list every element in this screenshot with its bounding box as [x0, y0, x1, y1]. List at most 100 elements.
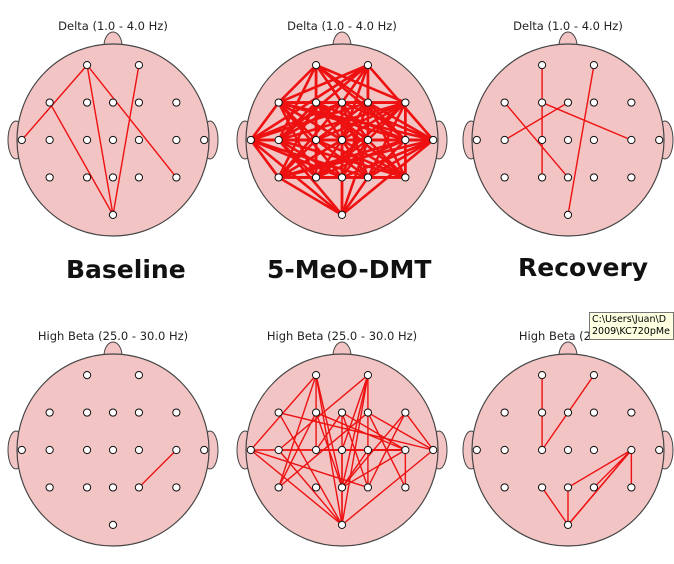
electrode-marker: [108, 173, 118, 182]
electrode-marker: [500, 173, 509, 182]
electrode-marker: [563, 98, 573, 107]
electrode-marker: [108, 210, 118, 219]
electrode-marker: [537, 61, 547, 70]
electrode-marker: [537, 135, 547, 145]
electrode-marker: [337, 445, 347, 455]
electrode-marker: [589, 371, 599, 380]
electrode-marker: [500, 98, 509, 107]
tooltip-line-1: C:\Users\Juan\D: [592, 314, 667, 325]
connectivity-link: [277, 176, 344, 217]
electrode-marker: [401, 483, 410, 492]
connectivity-link: [404, 411, 434, 451]
connectivity-link: [341, 411, 407, 489]
electrode-marker: [537, 173, 547, 182]
electrode-marker: [274, 173, 283, 182]
connectivity-link: [249, 101, 344, 142]
electrode-marker: [108, 520, 118, 529]
electrode-marker: [274, 445, 283, 455]
electrode-marker: [108, 483, 118, 492]
electrode-marker: [472, 135, 481, 145]
electrode-marker: [172, 483, 181, 492]
electrode-marker: [563, 135, 573, 145]
electrode-marker: [589, 98, 599, 107]
connectivity-link: [367, 411, 434, 451]
connectivity-link: [277, 138, 318, 179]
condition-label-recovery: Recovery: [518, 253, 649, 282]
electrode-marker: [537, 445, 547, 455]
electrode-marker: [172, 135, 181, 145]
electrode-marker: [134, 408, 144, 417]
electrode-marker: [311, 483, 321, 492]
electrode-marker: [134, 173, 144, 182]
electrode-marker: [17, 135, 26, 145]
panel-title: High Beta (25.0 - 30.0 Hz): [267, 329, 417, 343]
electrode-marker: [655, 135, 664, 145]
electrode-marker: [82, 61, 92, 70]
condition-label-5-meo-dmt: 5-MeO-DMT: [267, 255, 432, 284]
connectivity-link: [249, 101, 370, 142]
condition-label-baseline: Baseline: [66, 255, 186, 284]
connectivity-link: [567, 449, 633, 526]
electrode-marker: [337, 98, 347, 107]
electrode-marker: [311, 135, 321, 145]
panel-title: Delta (1.0 - 4.0 Hz): [287, 19, 397, 33]
connectivity-link: [567, 64, 595, 216]
electrode-marker: [172, 408, 181, 417]
electrode-marker: [45, 98, 54, 107]
electrode-marker: [172, 173, 181, 182]
electrode-marker: [17, 445, 26, 455]
electrode-marker: [274, 483, 283, 492]
connectivity-link: [21, 64, 88, 141]
electrode-marker: [274, 408, 283, 417]
electrode-marker: [108, 135, 118, 145]
electrode-marker: [172, 98, 181, 107]
electrode-marker: [472, 445, 481, 455]
connectivity-link: [277, 138, 344, 179]
connectivity-link: [341, 449, 369, 489]
electrode-marker: [363, 98, 373, 107]
connectivity-link: [277, 63, 318, 104]
electrode-marker: [200, 135, 209, 145]
connectivity-link: [366, 138, 435, 179]
electrode-marker: [589, 173, 599, 182]
connectivity-link: [593, 449, 633, 489]
electrode-marker: [589, 445, 599, 455]
connectivity-link: [503, 101, 569, 141]
connectivity-link: [277, 449, 343, 526]
connectivity-link: [541, 486, 569, 526]
electrode-marker: [45, 408, 54, 417]
electrode-marker: [563, 210, 573, 219]
electrode-marker: [401, 408, 410, 417]
connectivity-link: [340, 138, 435, 179]
connectivity-link: [341, 374, 369, 451]
electrode-marker: [563, 173, 573, 182]
electrode-marker: [134, 135, 144, 145]
electrode-marker: [627, 483, 636, 492]
electrode-marker: [401, 98, 410, 107]
connectivity-link: [86, 64, 114, 216]
electrode-marker: [134, 445, 144, 455]
electrode-marker: [627, 408, 636, 417]
electrode-marker: [82, 173, 92, 182]
electrode-marker: [311, 371, 321, 380]
electrode-marker: [274, 135, 283, 145]
electrode-marker: [45, 135, 54, 145]
electrode-marker: [200, 445, 209, 455]
electrode-marker: [363, 61, 373, 70]
electrode-marker: [45, 173, 54, 182]
electrode-marker: [337, 135, 347, 145]
panel-title: High Beta (25.0 - 30.0 Hz): [38, 329, 188, 343]
connectivity-link: [250, 374, 317, 451]
electrode-marker: [589, 408, 599, 417]
electrode-marker: [500, 445, 509, 455]
electrode-marker: [172, 445, 181, 455]
electrode-marker: [311, 98, 321, 107]
connectivity-link: [340, 176, 370, 217]
electrode-marker: [627, 173, 636, 182]
electrode-marker: [108, 408, 118, 417]
connectivity-link: [366, 101, 435, 142]
electrode-marker: [337, 520, 347, 529]
electrode-marker: [311, 408, 321, 417]
electrode-marker: [82, 371, 92, 380]
connectivity-link: [277, 411, 434, 451]
